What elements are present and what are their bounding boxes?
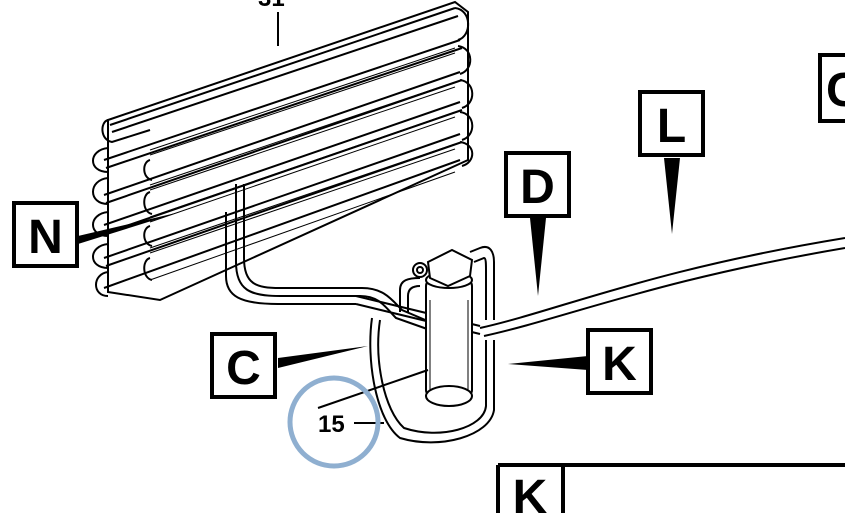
callout-top-right-partial: C (818, 53, 845, 123)
detail-box-K: K (496, 463, 845, 513)
callout-C: C (210, 332, 368, 399)
part-15-reference: 15 (287, 369, 429, 469)
callout-K: K (508, 328, 653, 395)
highlight-circle (287, 375, 381, 469)
detail-box-K-label: K (513, 471, 548, 513)
callout-K-label: K (602, 338, 637, 391)
condenser-unit (92, 0, 474, 302)
callout-N: N (12, 201, 180, 268)
top-label-partial: 31 (258, 0, 285, 12)
callout-L-label: L (657, 100, 686, 153)
receiver-drier (412, 248, 474, 407)
part-number-label: 15 (318, 411, 345, 438)
callout-D: D (504, 151, 571, 296)
callout-C-label: C (226, 342, 261, 395)
callout-D-label: D (520, 161, 555, 214)
callout-L: L (638, 90, 705, 234)
callout-top-right-label: C (826, 64, 845, 117)
callout-N-label: N (28, 211, 63, 264)
